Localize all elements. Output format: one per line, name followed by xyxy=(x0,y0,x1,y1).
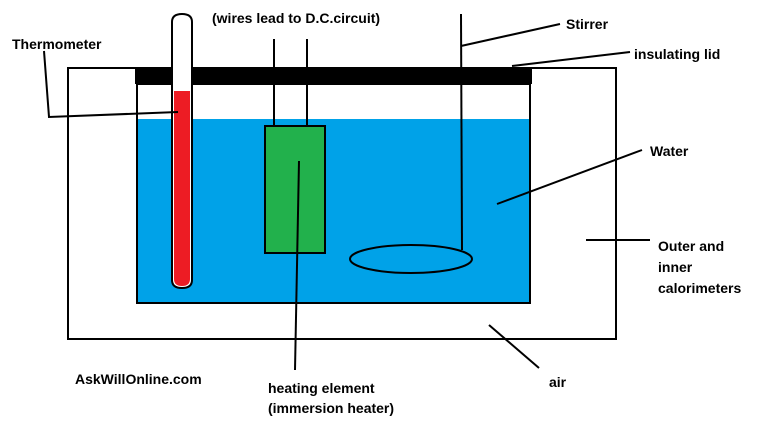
thermometer-label: Thermometer xyxy=(12,36,102,52)
water xyxy=(138,119,529,302)
calorimeters-label-line3: calorimeters xyxy=(658,280,741,296)
calorimeters-label-line2: inner xyxy=(658,259,693,275)
calorimeters-label-line1: Outer and xyxy=(658,238,724,254)
heater-pointer xyxy=(294,160,300,371)
air-pointer xyxy=(488,324,540,369)
stirrer-ring xyxy=(349,244,473,274)
heating-element-label-line1: heating element xyxy=(268,380,375,396)
heating-element-label-line2: (immersion heater) xyxy=(268,400,394,416)
wires-label: (wires lead to D.C.circuit) xyxy=(212,10,380,26)
lid-pointer xyxy=(511,51,631,67)
water-label: Water xyxy=(650,143,689,159)
stirrer-label: Stirrer xyxy=(566,16,609,32)
thermometer-liquid xyxy=(174,91,190,286)
water-pointer xyxy=(496,149,643,205)
insulating-lid-label: insulating lid xyxy=(634,46,720,62)
thermometer-pointer xyxy=(43,50,179,119)
insulating-lid xyxy=(135,67,532,84)
stirrer-rod xyxy=(460,13,463,251)
credit-label: AskWillOnline.com xyxy=(75,371,202,387)
heating-element xyxy=(264,125,326,254)
stirrer-pointer xyxy=(460,23,561,47)
air-label: air xyxy=(549,374,567,390)
